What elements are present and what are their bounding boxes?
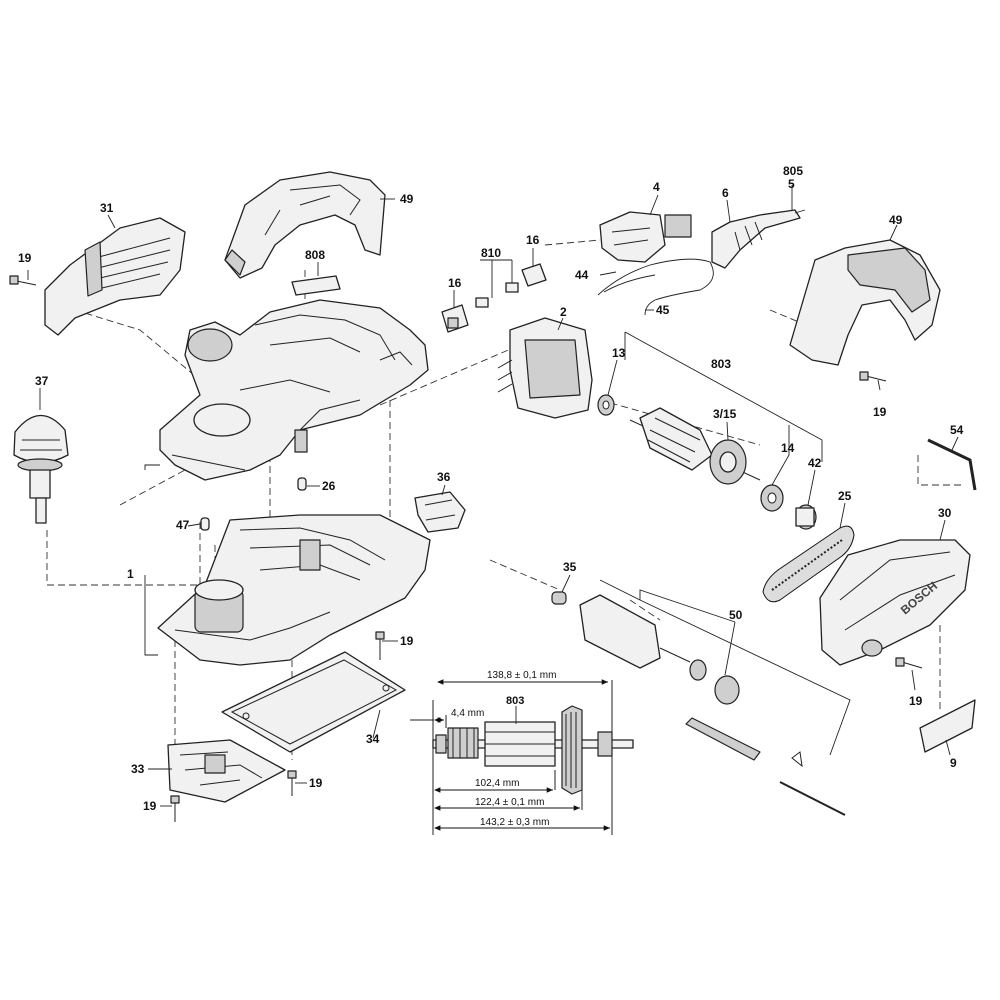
screw-19-belt-cover <box>895 657 923 669</box>
label-54: 54 <box>950 423 964 437</box>
part-33-base <box>167 739 286 803</box>
part-37-depth-knob <box>13 414 69 524</box>
label-19-bottom-left: 19 <box>143 799 157 813</box>
label-19-bottom-right: 19 <box>309 776 323 790</box>
part-30-belt-cover: BOSCH <box>819 539 971 666</box>
part-31-cover <box>44 217 186 336</box>
armature-dimension-drawing <box>410 679 634 835</box>
label-19-middle: 19 <box>400 634 414 648</box>
dimension-labels: 138,8 ± 0,1 mm 4,4 mm 102,4 mm 122,4 ± 0… <box>451 670 556 828</box>
part-42-pulley <box>795 504 817 530</box>
part-36-clip <box>414 491 466 533</box>
part-13-washer <box>597 394 615 416</box>
label-810: 810 <box>481 246 501 260</box>
label-6: 6 <box>722 186 729 200</box>
part-25-drive-belt <box>762 525 855 603</box>
part-1-lower-housing <box>157 514 431 666</box>
label-3-15: 3/15 <box>713 407 737 421</box>
part-810-brushes <box>475 282 519 308</box>
screw-19-right-handle <box>859 371 887 382</box>
label-35: 35 <box>563 560 577 574</box>
label-808: 808 <box>305 248 325 262</box>
label-2: 2 <box>560 305 567 319</box>
dimension-143-2: 143,2 ± 0,3 mm <box>480 817 549 828</box>
part-2-field-stator <box>497 317 593 419</box>
label-26: 26 <box>322 479 336 493</box>
label-34: 34 <box>366 732 380 746</box>
label-14: 14 <box>781 441 795 455</box>
part-14-bearing <box>760 484 784 512</box>
label-25: 25 <box>838 489 852 503</box>
screw-19-middle <box>375 631 385 660</box>
label-42: 42 <box>808 456 822 470</box>
part-50-planer-drum <box>579 594 740 705</box>
label-5: 5 <box>788 177 795 191</box>
label-50: 50 <box>729 608 743 622</box>
part-44-45-wires <box>597 258 714 316</box>
part-16-brush-right <box>521 263 547 287</box>
label-19-top-left: 19 <box>18 251 32 265</box>
label-49-right: 49 <box>889 213 903 227</box>
screw-19-bottom-right <box>287 770 297 796</box>
dimension-4-4: 4,4 mm <box>451 708 484 719</box>
part-9-chip-deflector <box>919 699 976 753</box>
label-16-right: 16 <box>526 233 540 247</box>
label-36: 36 <box>437 470 451 484</box>
pin-26 <box>297 477 307 491</box>
part-16-brush-left <box>441 304 469 333</box>
dimension-122-4: 122,4 ± 0,1 mm <box>475 797 544 808</box>
pin-47 <box>200 517 210 531</box>
label-45: 45 <box>656 303 670 317</box>
label-19-right-handle: 19 <box>873 405 887 419</box>
part-34-base-plate <box>221 651 406 753</box>
label-805: 805 <box>783 164 803 178</box>
label-4: 4 <box>653 180 660 194</box>
screw-19-bottom-left <box>170 795 180 822</box>
part-49-rear-handle <box>789 239 941 366</box>
label-47: 47 <box>176 518 190 532</box>
label-30: 30 <box>938 506 952 520</box>
dimension-138-8: 138,8 ± 0,1 mm <box>487 670 556 681</box>
label-49-top: 49 <box>400 192 414 206</box>
part-4-switch <box>599 211 692 263</box>
part-49-handle-cover <box>224 171 386 279</box>
label-31: 31 <box>100 201 114 215</box>
label-13: 13 <box>612 346 626 360</box>
part-1-upper-housing <box>159 299 429 481</box>
part-labels: 805 5 4 6 49 49 31 19 808 16 810 16 44 4… <box>18 164 964 813</box>
part-blade-bar <box>685 717 846 816</box>
part-35-bearing <box>551 591 567 605</box>
label-803-top: 803 <box>711 357 731 371</box>
label-16-left: 16 <box>448 276 462 290</box>
part-808-label <box>291 275 341 296</box>
part-803-armature-top <box>629 407 761 485</box>
label-9: 9 <box>950 756 957 770</box>
label-33: 33 <box>131 762 145 776</box>
part-805-cable <box>794 209 806 214</box>
label-1: 1 <box>127 567 134 581</box>
part-54-hex-key <box>927 438 977 491</box>
screw-19-top-left <box>9 275 37 286</box>
label-37: 37 <box>35 374 49 388</box>
dimension-102-4: 102,4 mm <box>475 778 519 789</box>
label-803-bottom: 803 <box>506 695 524 707</box>
part-6-cable-guard <box>711 209 801 269</box>
leader-lines <box>27 185 959 807</box>
label-44: 44 <box>575 268 589 282</box>
label-19-belt-cover: 19 <box>909 694 923 708</box>
